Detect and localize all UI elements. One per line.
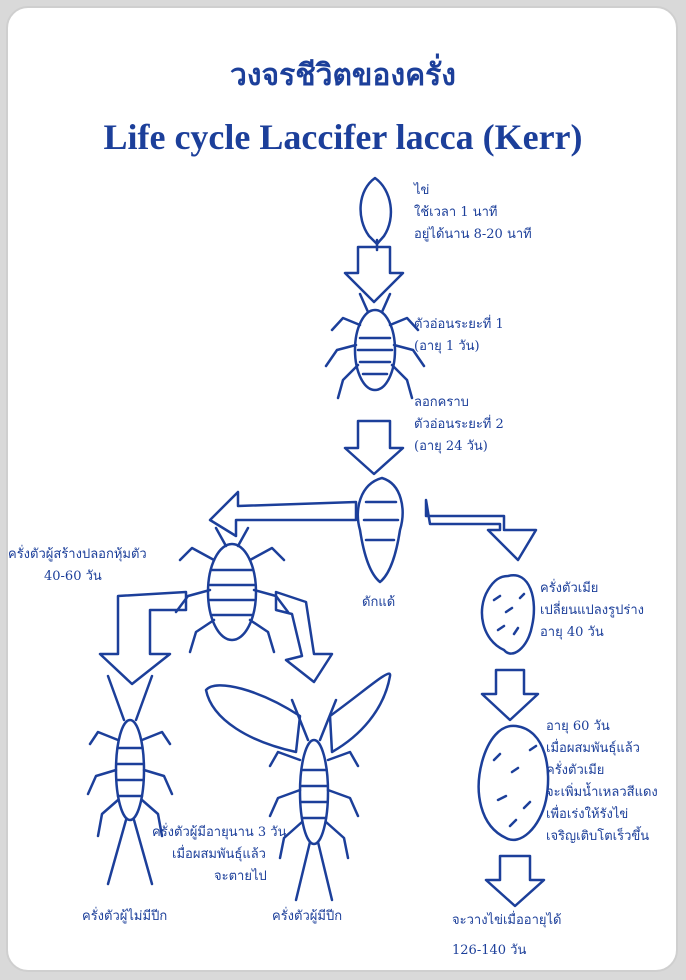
female-stage1-icon <box>482 575 534 653</box>
arrow-pupa-to-female <box>426 500 536 560</box>
arrow-female1-to-female2 <box>482 670 538 720</box>
female-stage1-label: ครั่งตัวเมีย เปลี่ยนแปลงรูปร่าง อายุ 40 … <box>540 578 644 644</box>
nymph-stage1-label: ตัวอ่อนระยะที่ 1 (อายุ 1 วัน) <box>414 314 504 358</box>
female-stage2-label: อายุ 60 วัน เมื่อผสมพันธุ์แล้ว ครั่งตัวเ… <box>546 716 658 848</box>
egg-label: ไข่ ใช้เวลา 1 นาที อยู่ได้นาน 8-20 นาที <box>414 180 532 246</box>
male-cocoon-icon <box>176 528 288 652</box>
nymph-stage1-icon <box>326 294 424 398</box>
egg-laying-label: จะวางไข่เมื่ออายุได้ 126-140 วัน <box>452 910 562 962</box>
arrow-egg-to-nymph1 <box>345 247 403 302</box>
pupa-icon <box>358 478 403 582</box>
nymph-stage2-label: ลอกคราบ ตัวอ่อนระยะที่ 2 (อายุ 24 วัน) <box>414 392 504 458</box>
winged-male-label: ครั่งตัวผู้มีปีก <box>272 906 342 928</box>
male-cocoon-label: ครั่งตัวผู้สร้างปลอกหุ้มตัว 40-60 วัน <box>8 544 147 588</box>
arrow-nymph1-to-nymph2 <box>345 421 403 474</box>
male-lifespan-label: ครั่งตัวผู้มีอายุนาน 3 วัน เมื่อผสมพันธุ… <box>152 822 286 888</box>
egg-icon <box>361 178 391 250</box>
arrow-female2-to-laying <box>486 856 544 906</box>
wingless-male-label: ครั่งตัวผู้ไม่มีปีก <box>82 906 167 928</box>
female-stage2-icon <box>479 726 548 840</box>
pupa-label: ดักแด้ <box>362 592 395 614</box>
arrow-pupa-to-male <box>210 492 356 536</box>
arrow-male-to-wingless <box>100 592 186 684</box>
